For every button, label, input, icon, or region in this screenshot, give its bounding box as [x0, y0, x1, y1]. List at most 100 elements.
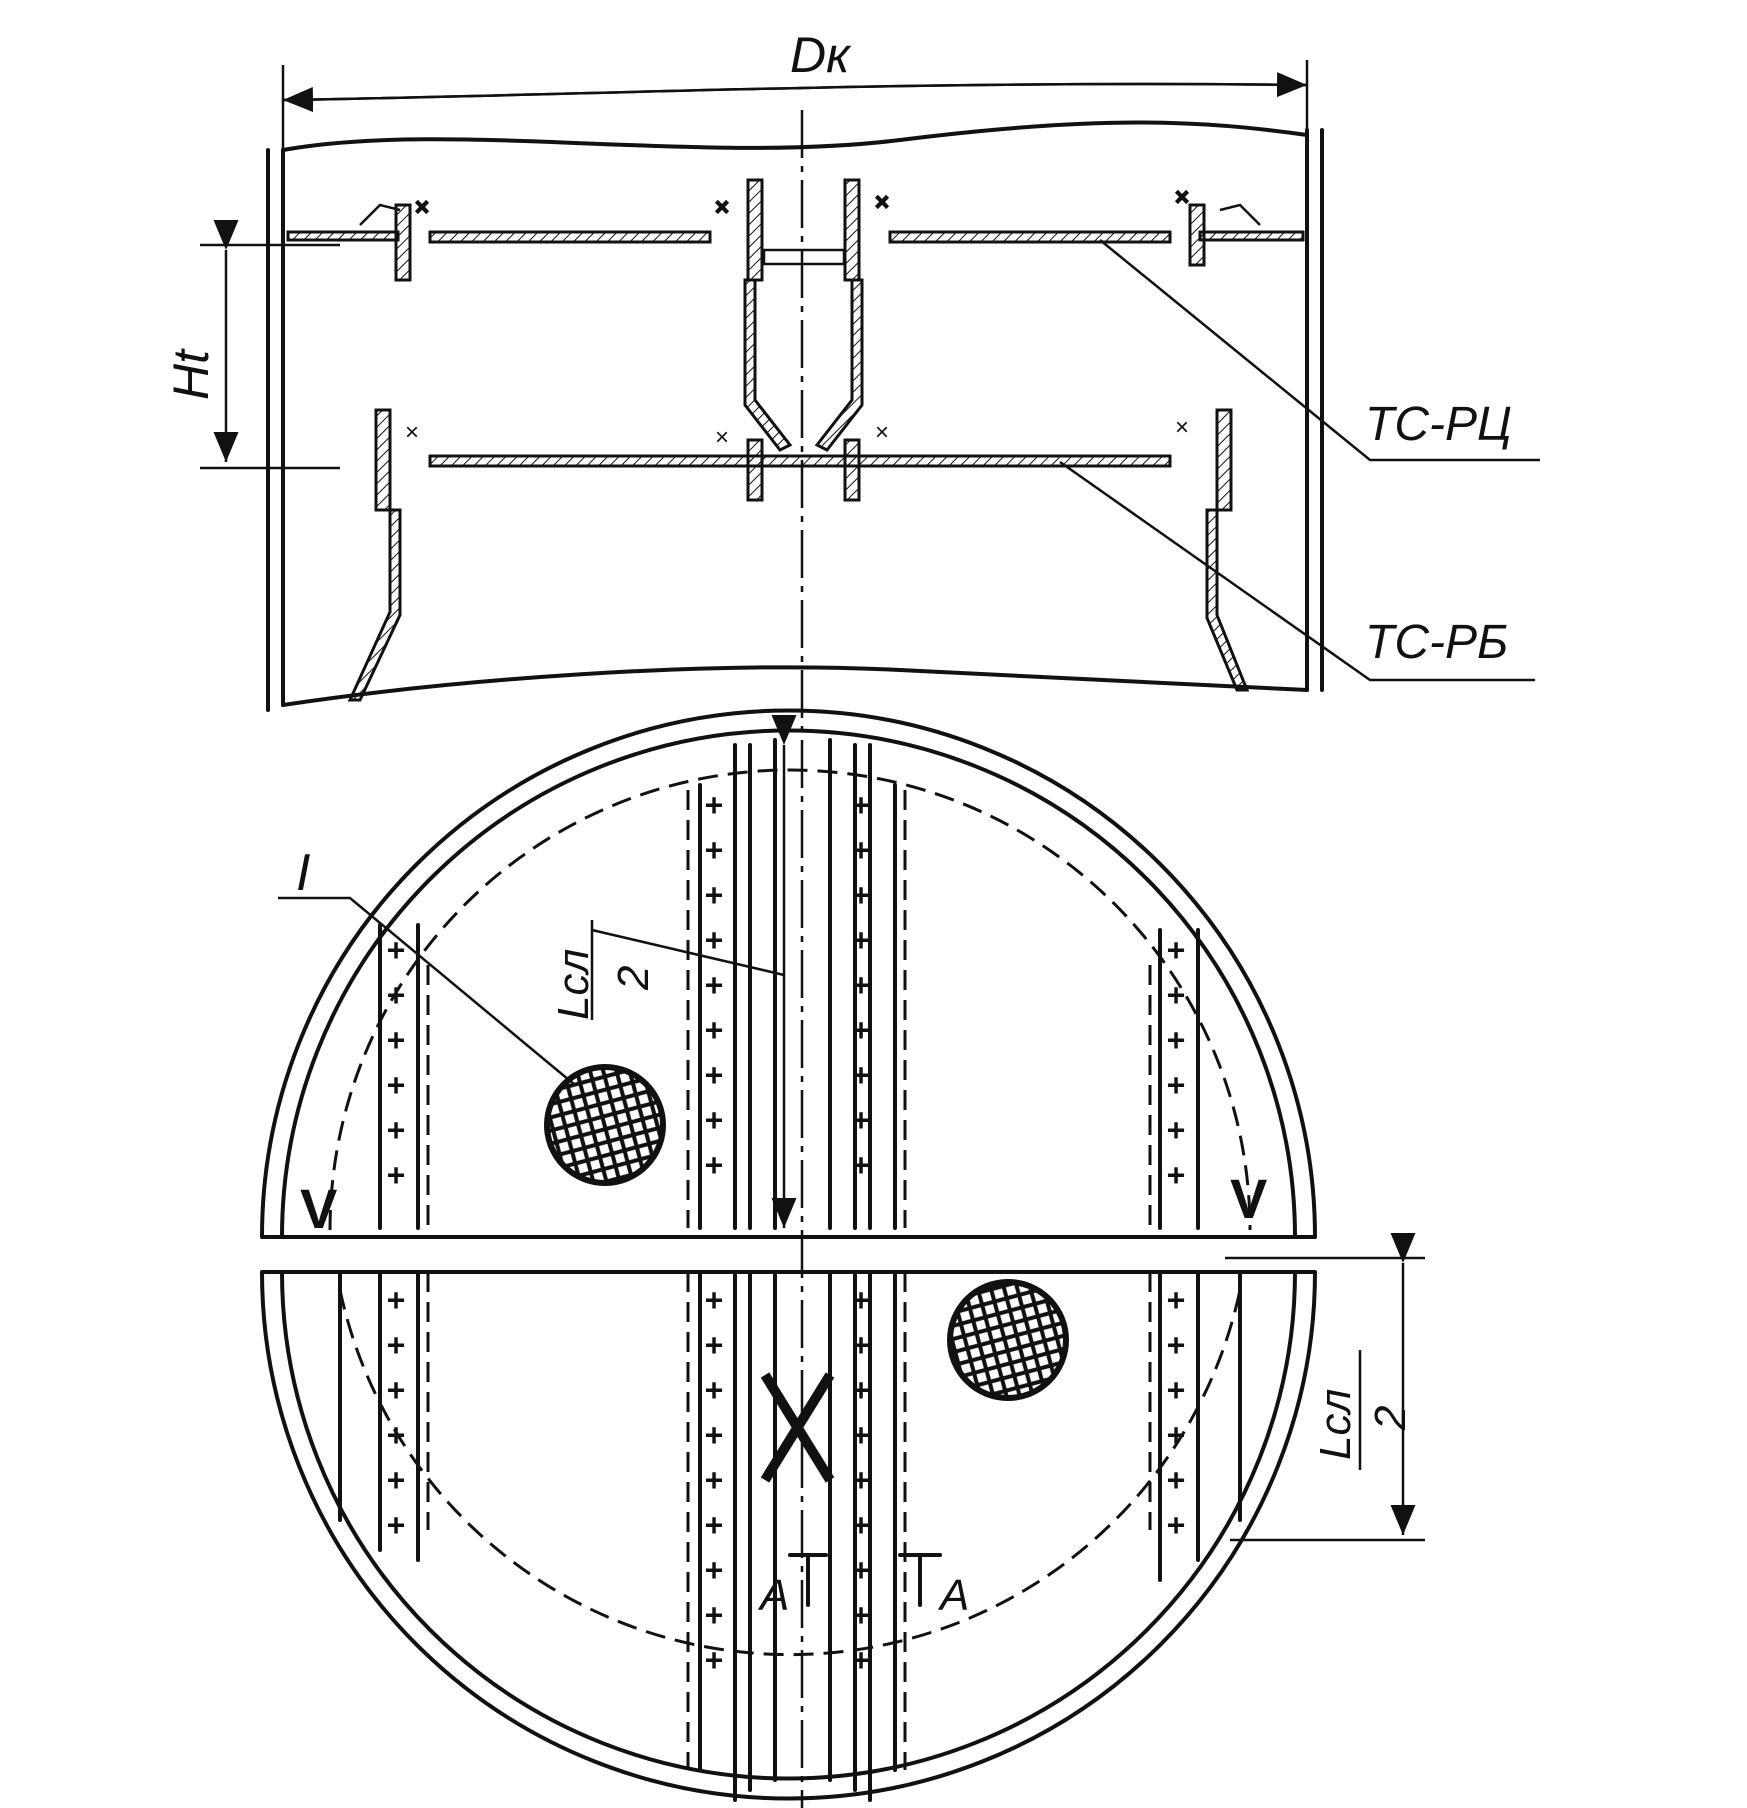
svg-text:2: 2 [609, 966, 658, 991]
upper-tray-label: ТС-РЦ [1365, 398, 1512, 451]
svg-text:+: + [1167, 1418, 1185, 1453]
svg-text:+: + [705, 1463, 723, 1498]
svg-text:+: + [387, 1328, 405, 1363]
upper-tray: × × × × [286, 178, 1305, 452]
svg-text:+: + [705, 1328, 723, 1363]
downcomer-left [743, 278, 793, 452]
svg-text:+: + [705, 1283, 723, 1318]
svg-text:+: + [387, 1113, 405, 1148]
upper-tray-right-deck [888, 230, 1172, 244]
leader-upper-tray [1099, 239, 1540, 462]
svg-text:+: + [1167, 1283, 1185, 1318]
svg-text:Lсл: Lсл [1311, 1389, 1360, 1460]
plan-lower-shell-outer [260, 1270, 1317, 1801]
svg-text:+: + [705, 1508, 723, 1543]
svg-text:+: + [705, 923, 723, 958]
svg-text:+: + [1167, 1158, 1185, 1193]
svg-text:+: + [852, 833, 870, 868]
svg-text:+: + [705, 878, 723, 913]
svg-text:+: + [852, 1508, 870, 1543]
svg-text:+: + [705, 1013, 723, 1048]
svg-text:+: + [852, 1643, 870, 1678]
svg-text:+: + [852, 1013, 870, 1048]
svg-text:×: × [875, 419, 889, 446]
downcomer-right [814, 278, 864, 452]
mesh-opening-lower [947, 1279, 1069, 1401]
svg-text:+: + [1167, 933, 1185, 968]
upper-tray-left-deck [428, 230, 712, 244]
svg-text:2: 2 [1366, 1406, 1415, 1431]
tray-spacing-dimension: Ht [163, 220, 340, 470]
plan-view: + + + + + + + + + + + + + + + + + + + + + + + + + + + + + + + + + + + +… [260, 708, 1425, 1802]
lower-tray: × × × × [347, 408, 1250, 702]
plan-upper-shell-inner [280, 728, 1297, 1239]
svg-text:+: + [1167, 1068, 1185, 1103]
svg-text:+: + [852, 878, 870, 913]
svg-text:+: + [387, 978, 405, 1013]
svg-text:+: + [387, 1463, 405, 1498]
svg-text:V: V [1230, 1167, 1267, 1230]
svg-text:+: + [852, 923, 870, 958]
svg-text:×: × [875, 189, 889, 216]
svg-text:+: + [705, 1418, 723, 1453]
svg-text:+: + [705, 1373, 723, 1408]
svg-text:×: × [715, 424, 729, 451]
svg-text:+: + [387, 1508, 405, 1543]
plan-upper-shell-outer [260, 708, 1317, 1239]
plan-lower-shell-inner [280, 1270, 1297, 1781]
svg-text:Lсл: Lсл [549, 949, 598, 1020]
svg-text:+: + [1167, 1463, 1185, 1498]
svg-text:+: + [852, 1103, 870, 1138]
svg-text:+: + [705, 1598, 723, 1633]
svg-text:+: + [705, 1148, 723, 1183]
svg-text:+: + [1167, 1508, 1185, 1543]
svg-text:+: + [387, 1418, 405, 1453]
diameter-dimension: Dк [281, 27, 1309, 150]
upper-tray-flange-right [843, 178, 861, 282]
manway-x-mark [760, 1372, 835, 1483]
svg-text:+: + [852, 968, 870, 1003]
svg-text:+: + [387, 933, 405, 968]
svg-text:+: + [852, 1283, 870, 1318]
section-view: Dк Ht × × × × [163, 27, 1540, 1808]
svg-text:+: + [705, 788, 723, 823]
mesh-opening-upper [544, 1064, 666, 1186]
break-line-bottom [281, 665, 1309, 707]
svg-text:×: × [1175, 414, 1189, 441]
svg-text:+: + [852, 1328, 870, 1363]
svg-text:+: + [1167, 1328, 1185, 1363]
svg-text:+: + [387, 1373, 405, 1408]
svg-text:+: + [852, 1148, 870, 1183]
svg-text:×: × [415, 194, 429, 221]
lower-support-left [347, 508, 402, 702]
svg-text:+: + [852, 1598, 870, 1633]
break-line-top [281, 120, 1309, 152]
lower-tray-deck [428, 454, 1172, 468]
svg-text:+: + [705, 1103, 723, 1138]
svg-text:+: + [852, 1418, 870, 1453]
svg-text:×: × [715, 194, 729, 221]
svg-text:+: + [705, 1553, 723, 1588]
svg-text:+: + [1167, 1373, 1185, 1408]
upper-tray-flange-left [746, 178, 764, 282]
svg-text:V: V [300, 1177, 337, 1240]
svg-text:+: + [387, 1068, 405, 1103]
fastener-markers: + + + + + + + + + + + + + + + + + + + + + + + + + + + + + + + + + + + +… [387, 788, 1185, 1678]
detail-leader [278, 896, 576, 1086]
svg-text:+: + [852, 1463, 870, 1498]
svg-text:+: + [852, 1373, 870, 1408]
half-length-dim-upper: Lсл 2 [549, 715, 797, 1228]
lower-support-right [1205, 508, 1250, 692]
svg-text:+: + [852, 788, 870, 823]
section-a-right: А [937, 1571, 969, 1620]
svg-text:+: + [387, 1283, 405, 1318]
svg-text:+: + [705, 968, 723, 1003]
shell-left-wall [266, 148, 285, 712]
svg-text:+: + [387, 1023, 405, 1058]
svg-text:+: + [1167, 1023, 1185, 1058]
svg-text:+: + [852, 1553, 870, 1588]
svg-text:+: + [705, 1058, 723, 1093]
half-length-dim-right: Lсл 2 [1225, 1233, 1425, 1542]
svg-text:+: + [387, 1158, 405, 1193]
